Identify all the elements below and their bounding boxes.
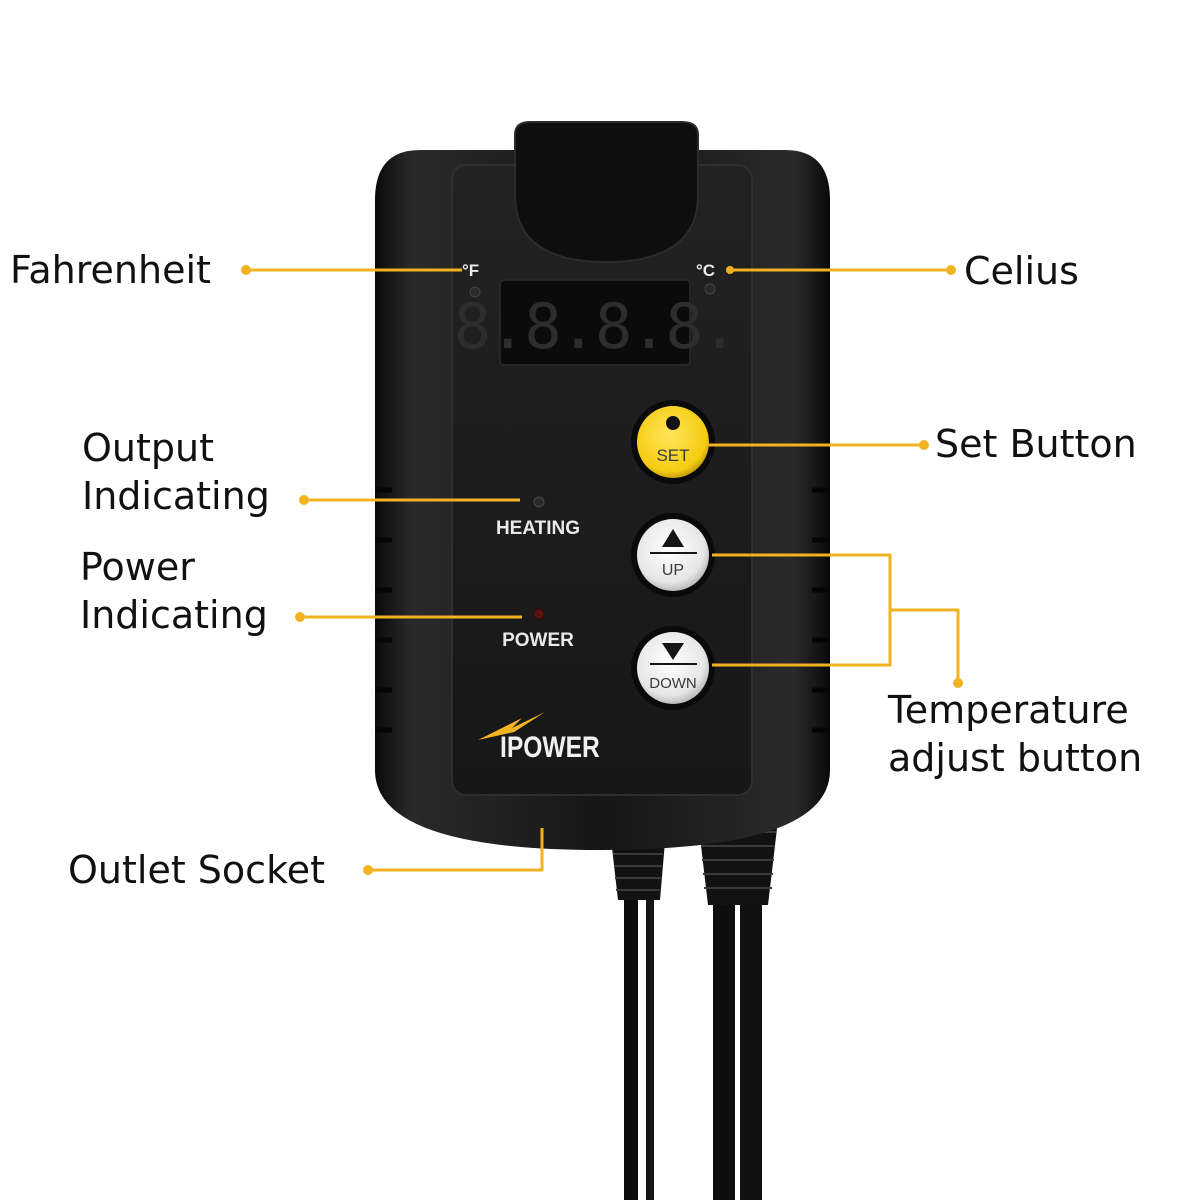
up-button[interactable]: UP [631, 513, 715, 597]
callout-temperature-line2: adjust button [888, 736, 1143, 780]
leader-outlet [368, 828, 544, 872]
callout-power-line2: Indicating [80, 593, 268, 637]
set-button-dot-icon [666, 416, 680, 430]
callout-output-line1: Output [82, 426, 214, 470]
leader-temperature [712, 553, 960, 683]
fahrenheit-led [469, 286, 481, 298]
top-cap [514, 121, 699, 264]
power-label: POWER [502, 630, 574, 651]
callout-outlet-socket: Outlet Socket [68, 848, 326, 892]
set-button-label: SET [656, 446, 689, 465]
power-led [533, 608, 545, 620]
down-arrow-icon [662, 643, 684, 660]
ipower-logo: IPOWER [478, 712, 600, 764]
callout-celsius: Celius [964, 249, 1079, 293]
up-arrow-icon [662, 529, 684, 547]
led-display [499, 279, 691, 366]
celsius-led [704, 283, 716, 295]
svg-text:IPOWER: IPOWER [500, 730, 600, 764]
callout-power: Power Indicating [80, 543, 268, 639]
display-readout: 8.8.8.8. [454, 290, 737, 363]
set-button[interactable]: SET [631, 400, 715, 484]
power-cords [610, 820, 778, 1200]
heating-led [533, 496, 545, 508]
up-button-label: UP [662, 562, 684, 579]
down-button-label: DOWN [649, 675, 697, 692]
celsius-unit-label: °C [696, 261, 715, 280]
callout-temperature: Temperature adjust button [888, 686, 1142, 782]
callout-dots [241, 265, 963, 875]
callout-output: Output Indicating [82, 424, 270, 520]
down-button[interactable]: DOWN [631, 626, 715, 710]
heating-label: HEATING [496, 518, 580, 539]
callout-output-line2: Indicating [82, 474, 270, 518]
callout-power-line1: Power [80, 545, 195, 589]
callout-leaders [246, 268, 960, 872]
callout-temperature-line1: Temperature [888, 688, 1129, 732]
lightning-bolt-icon [478, 712, 545, 740]
callout-fahrenheit: Fahrenheit [10, 248, 211, 292]
callout-set-button: Set Button [935, 422, 1137, 466]
fahrenheit-unit-label: °F [462, 261, 479, 280]
